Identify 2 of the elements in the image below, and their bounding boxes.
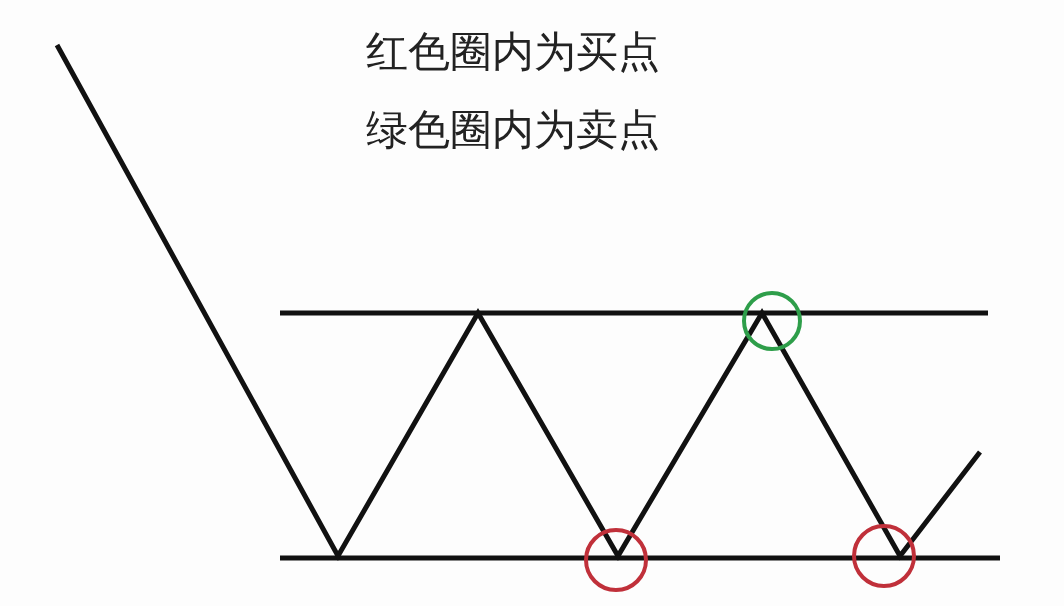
legend-note: 绿色圈内为卖点 <box>366 104 660 156</box>
legend-note: 红色圈内为买点 <box>366 26 660 78</box>
